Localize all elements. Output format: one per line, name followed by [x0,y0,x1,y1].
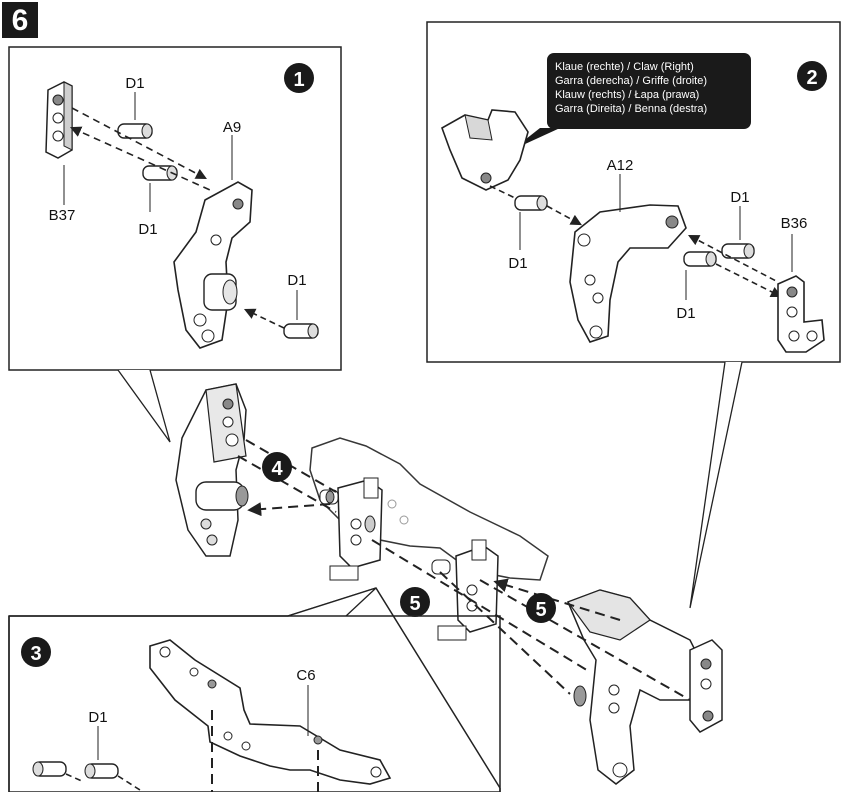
part-c6 [149,639,392,785]
sub-step-badge-5-right: 5 [526,593,556,623]
label-b37: B37 [49,207,76,224]
panel-3: 3 C6 D1 [8,587,501,792]
panel-2: 2 Klaue (rechte) / Claw (Right) Garra (d… [426,21,841,609]
claw-note-line-4: Garra (Direita) / Benna (destra) [555,103,707,115]
label-a12: A12 [607,157,634,174]
sub-step-badge-4: 4 [262,452,292,482]
part-claw-right [441,109,529,191]
pin-d1-panel2-right-top [721,243,755,259]
part-a12 [569,204,687,343]
label-d1-panel2-right-top: D1 [730,189,749,206]
svg-text:4: 4 [271,458,283,480]
sub-step-badge-2: 2 [797,61,827,91]
sub-step-badge-5-left: 5 [400,587,430,617]
label-c6: C6 [296,667,315,684]
part-b37 [45,81,73,159]
svg-text:3: 3 [30,643,41,665]
claw-note-line-2: Garra (derecha) / Griffe (droite) [555,75,707,87]
pin-d1-panel3-a [32,761,67,777]
pin-d1-panel2-left [514,195,548,211]
pin-d1-top [117,123,153,139]
main-assembly: 4 5 5 [175,383,723,785]
label-d1-panel2-left: D1 [508,255,527,272]
step-number-badge: 6 [2,2,38,38]
part-a9 [173,181,253,349]
label-a9: A9 [223,119,241,136]
pin-d1-right [283,323,319,339]
sub-step-badge-1: 1 [284,63,314,93]
svg-text:5: 5 [409,593,420,615]
label-d1-panel3: D1 [88,709,107,726]
svg-text:2: 2 [806,67,817,89]
pin-d1-panel3-b [84,763,119,779]
label-d1-right: D1 [287,272,306,289]
label-b36: B36 [781,215,808,232]
pin-d1-panel2-right-bottom [683,251,717,267]
sub-step-badge-3: 3 [21,637,51,667]
claw-note-box: Klaue (rechte) / Claw (Right) Garra (der… [512,53,751,150]
claw-note-line-1: Klaue (rechte) / Claw (Right) [555,61,694,73]
claw-note-line-3: Klauw (rechts) / Łapa (prawa) [555,89,699,101]
svg-text:1: 1 [293,69,304,91]
step-number: 6 [12,4,29,37]
label-d1-panel2-right-bottom: D1 [676,305,695,322]
panel-1: 1 B37 D1 D1 [8,46,342,443]
pin-d1-middle [142,165,178,181]
label-d1-top: D1 [125,75,144,92]
part-b36 [777,275,825,353]
svg-text:5: 5 [535,599,546,621]
label-d1-middle: D1 [138,221,157,238]
